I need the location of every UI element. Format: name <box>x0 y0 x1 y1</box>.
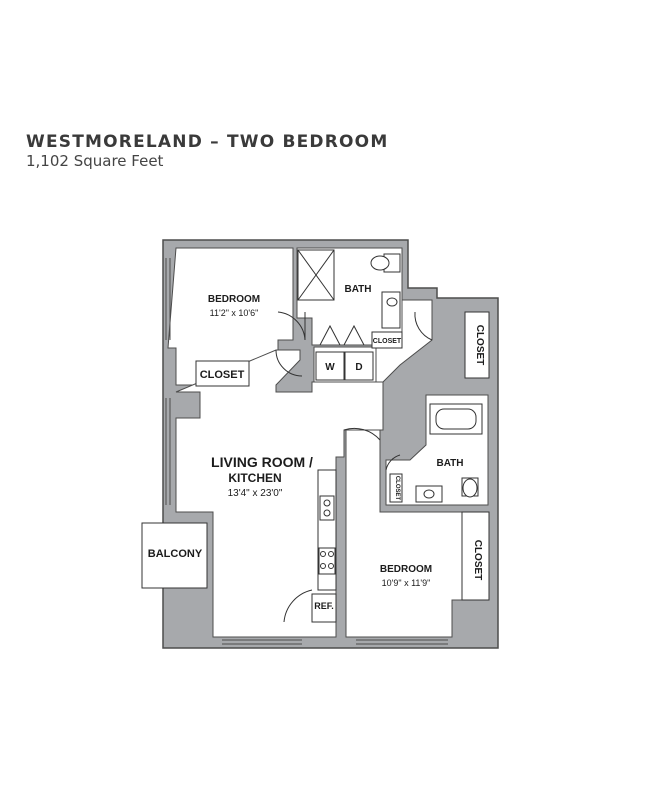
bedroom-1-dims: 11'2" x 10'6" <box>210 308 259 318</box>
living-door-swing <box>275 349 303 377</box>
bath-2-fixtures <box>389 403 483 503</box>
living-label-line2: KITCHEN <box>228 471 281 485</box>
square-footage: 1,102 Square Feet <box>26 152 164 170</box>
laundry-bifold-right <box>343 324 365 346</box>
bath-1-fixtures <box>297 249 401 329</box>
bath-2-door-swing <box>385 454 401 471</box>
refrigerator <box>311 593 337 623</box>
living-label-line1: LIVING ROOM / <box>211 454 313 470</box>
plan-title: WESTMORELAND – TWO BEDROOM <box>26 132 389 152</box>
balcony-label: BALCONY <box>148 548 203 560</box>
bedroom-1-door-swing <box>277 311 306 341</box>
bedroom-2-door-swing <box>343 427 381 441</box>
ref-door-swing <box>283 589 313 623</box>
sink <box>319 495 335 521</box>
bedroom-1-label: BEDROOM <box>208 294 260 305</box>
closet-bath2-label: CLOSET <box>394 476 400 501</box>
doors <box>173 311 433 623</box>
kitchen-fixtures <box>311 469 337 623</box>
washer-label: W <box>325 362 335 373</box>
washer <box>315 351 345 381</box>
bedroom-2-dims: 10'9" x 11'9" <box>382 578 431 588</box>
dryer <box>344 351 374 381</box>
closet-bath2-box <box>389 473 403 503</box>
vanity-1 <box>381 291 401 329</box>
hall-closet-door-swing <box>414 311 433 341</box>
ref-label: REF. <box>314 601 334 611</box>
laundry-bifold-left <box>319 324 341 346</box>
closet-boxes <box>141 311 490 601</box>
closet-right-top-label: CLOSET <box>474 325 485 366</box>
laundry-fixtures <box>315 351 374 381</box>
dryer-label: D <box>355 362 362 373</box>
living-dims: 13'4" x 23'0" <box>228 488 283 499</box>
bath-1-label: BATH <box>344 284 371 295</box>
windows <box>165 258 448 645</box>
closet-right-bottom-label: CLOSET <box>472 540 483 581</box>
room-labels: BEDROOM 11'2" x 10'6" BATH CLOSET W D CL… <box>148 284 485 611</box>
bedroom-2-label: BEDROOM <box>380 564 432 575</box>
closet-small-label: CLOSET <box>373 338 402 345</box>
closet-left-label: CLOSET <box>200 369 245 381</box>
bath-2-label: BATH <box>436 458 463 469</box>
